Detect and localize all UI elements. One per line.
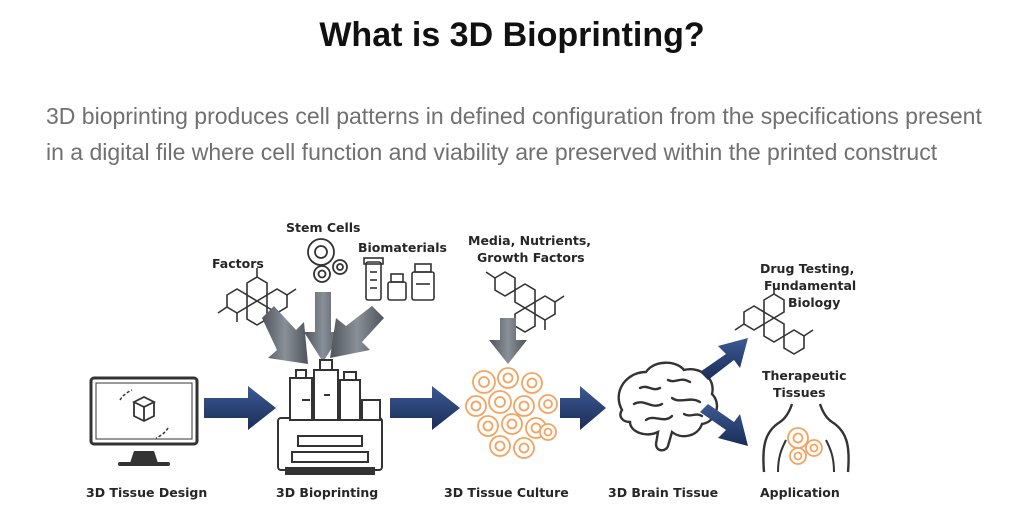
drug-testing-label-line2: Fundamental [764, 278, 856, 293]
therapeutic-label-line2: Tissues [773, 385, 826, 400]
media-label-line1: Media, Nutrients, [468, 233, 591, 248]
factors-label: Factors [212, 256, 264, 271]
biomaterials-label: Biomaterials [358, 240, 447, 255]
stage-bioprinting-caption: 3D Bioprinting [276, 485, 378, 500]
drug-testing-label-line1: Drug Testing, [760, 261, 854, 276]
page-title: What is 3D Bioprinting? [319, 16, 705, 54]
stage-brain-caption: 3D Brain Tissue [608, 485, 718, 500]
bioprinter-icon [277, 359, 383, 475]
tissue-culture-cells-icon [465, 367, 558, 459]
arrow-printing-to-culture [390, 386, 460, 430]
media-label-line2: Growth Factors [477, 250, 585, 265]
brain-icon [617, 361, 719, 452]
stem-cells-icon [307, 238, 348, 283]
torso-icon [762, 403, 850, 473]
biomaterials-icon [363, 257, 435, 301]
stage-application-caption: Application [760, 485, 840, 500]
drug-molecule-icon [734, 285, 814, 355]
stage-design-caption: 3D Tissue Design [86, 485, 207, 500]
media-molecule-icon [485, 271, 565, 333]
stem-cells-label: Stem Cells [286, 220, 361, 235]
stage-culture-caption: 3D Tissue Culture [444, 485, 569, 500]
therapeutic-label-line1: Therapeutic [762, 368, 847, 383]
biomaterials-down-arrow [330, 306, 384, 358]
drug-testing-label-line3: Biology [788, 295, 840, 310]
description-text: 3D bioprinting produces cell patterns in… [46, 103, 982, 165]
arrow-brain-to-therapeutic [700, 404, 748, 446]
arrow-design-to-printing [204, 386, 276, 430]
arrow-culture-to-brain [560, 386, 606, 430]
media-down-arrow [489, 318, 527, 364]
factors-down-arrow [262, 306, 308, 364]
factors-molecule-icon [217, 268, 297, 326]
monitor-icon [89, 376, 199, 466]
arrow-brain-to-drug-testing [700, 338, 748, 380]
